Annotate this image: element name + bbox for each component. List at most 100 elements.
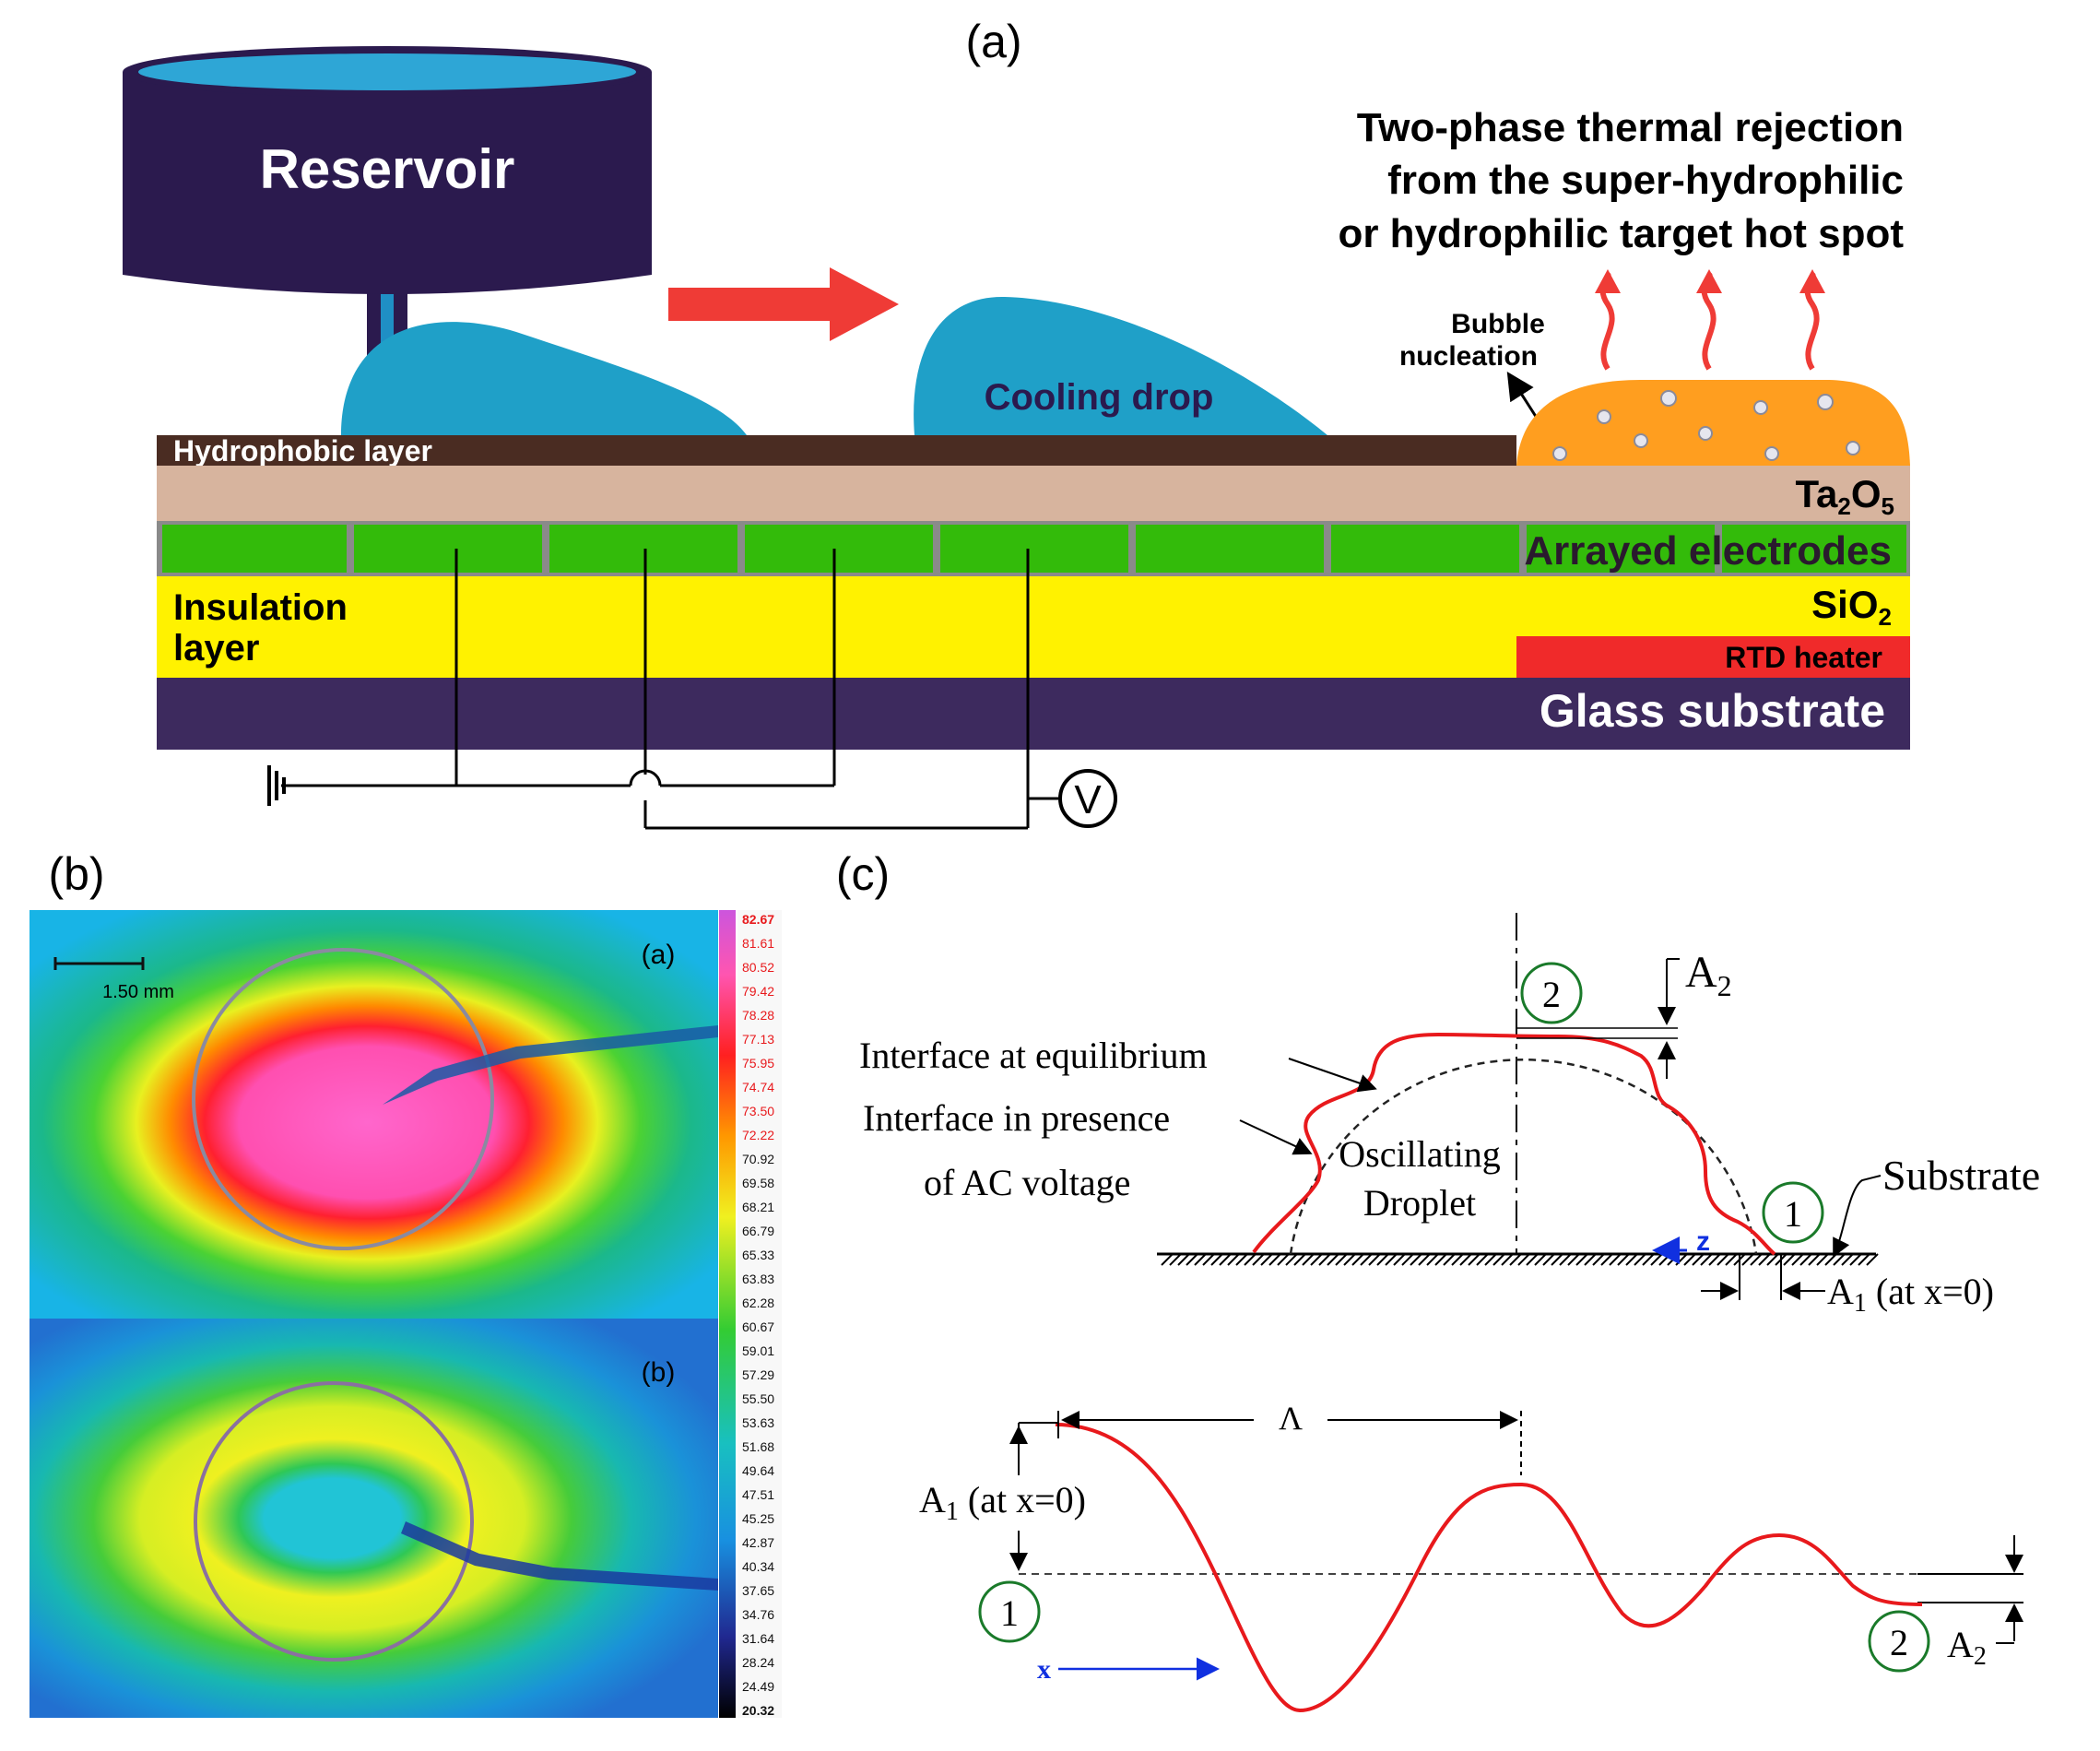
point-2-marker-top bbox=[1520, 962, 1583, 1024]
point-1-marker-bottom bbox=[978, 1580, 1041, 1643]
colorbar-tick-label: 65.33 bbox=[742, 1248, 774, 1262]
roi-circle-b bbox=[194, 1381, 474, 1662]
colorbar-tick-label: 81.61 bbox=[742, 936, 774, 951]
colorbar-tick-label: 77.13 bbox=[742, 1032, 774, 1047]
ta2o5-layer bbox=[157, 466, 1910, 521]
reservoir-label: Reservoir bbox=[260, 138, 515, 200]
colorbar-tick-label: 73.50 bbox=[742, 1104, 774, 1118]
svg-text:nucleation: nucleation bbox=[1399, 341, 1538, 372]
insulation-label: Insulation layer bbox=[173, 587, 348, 668]
wave-diagram: A1 (at x=0) Λ 1 2 A2 x bbox=[919, 1400, 2023, 1713]
oscillating-label-2: Droplet bbox=[1363, 1182, 1476, 1224]
svg-text:V: V bbox=[1074, 777, 1102, 822]
ground-symbol bbox=[267, 765, 286, 806]
svg-text:2: 2 bbox=[1890, 1622, 1908, 1663]
colorbar-tick-label: 28.24 bbox=[742, 1655, 774, 1670]
colorbar-tick-label: 45.25 bbox=[742, 1511, 774, 1526]
colorbar-tick-label: 66.79 bbox=[742, 1224, 774, 1238]
a2-bottom-label: A2 bbox=[1947, 1624, 1987, 1671]
colorbar-tick-label: 75.95 bbox=[742, 1056, 774, 1071]
svg-text:Two-phase thermal rejection: Two-phase thermal rejection bbox=[1357, 105, 1904, 150]
flow-arrow bbox=[668, 267, 899, 341]
colorbar-tick-label: 78.28 bbox=[742, 1008, 774, 1023]
ac-label-2: of AC voltage bbox=[924, 1162, 1130, 1203]
voltmeter: V bbox=[1058, 769, 1117, 828]
colorbar-labels-bg bbox=[737, 910, 782, 1718]
probe-b bbox=[401, 1521, 718, 1591]
colorbar-tick-label: 34.76 bbox=[742, 1607, 774, 1622]
ac-label-1: Interface in presence bbox=[863, 1097, 1170, 1139]
colorbar-tick-label: 68.21 bbox=[742, 1200, 774, 1214]
probe-a bbox=[383, 1025, 718, 1105]
cooling-drop bbox=[914, 296, 1327, 435]
point-2-marker-bottom bbox=[1868, 1610, 1930, 1673]
colorbar-tick-label: 59.01 bbox=[742, 1343, 774, 1358]
colorbar-tick-label: 60.67 bbox=[742, 1319, 774, 1334]
colorbar-tick-label: 53.63 bbox=[742, 1415, 774, 1430]
glass-substrate bbox=[157, 678, 1910, 750]
sio2-label: SiO2 bbox=[1811, 583, 1892, 631]
colorbar-tick-label: 80.52 bbox=[742, 960, 774, 975]
colorbar-tick-label: 31.64 bbox=[742, 1631, 774, 1646]
wave-curve bbox=[1055, 1423, 1923, 1713]
colorbar-tick-label: 51.68 bbox=[742, 1439, 774, 1454]
z-label: z bbox=[1696, 1226, 1710, 1257]
panel-a: (a) Reservoir Cooling drop Two-phase the… bbox=[123, 16, 1910, 830]
colorbar-tick-label: 47.51 bbox=[742, 1487, 774, 1502]
electrodes-label: Arrayed electrodes bbox=[1524, 528, 1892, 574]
scale-bar bbox=[53, 957, 145, 970]
colorbar-tick-label: 63.83 bbox=[742, 1272, 774, 1286]
colorbar-tick-label: 20.32 bbox=[742, 1703, 774, 1718]
wiring bbox=[281, 549, 1058, 830]
thermal-image-a bbox=[29, 910, 718, 1319]
oscillating-interface bbox=[1252, 1032, 1776, 1256]
lambda-label: Λ bbox=[1279, 1400, 1303, 1437]
sub-label-a: (a) bbox=[642, 940, 676, 970]
ta2o5-label: Ta2O5 bbox=[1795, 472, 1894, 520]
colorbar bbox=[719, 910, 736, 1718]
colorbar-tick-label: 74.74 bbox=[742, 1080, 774, 1094]
colorbar-ticks: 82.67 81.61 80.52 79.42 78.28 77.13 75.95 74.74… bbox=[742, 912, 774, 1718]
hydrophobic-label: Hydrophobic layer bbox=[173, 434, 432, 467]
svg-text:Insulation: Insulation bbox=[173, 587, 348, 628]
svg-text:1: 1 bbox=[1000, 1592, 1019, 1634]
reservoir-drop bbox=[341, 322, 747, 435]
rtd-label: RTD heater bbox=[1725, 641, 1882, 674]
scale-label: 1.50 mm bbox=[102, 982, 174, 1002]
colorbar-tick-label: 79.42 bbox=[742, 984, 774, 999]
svg-text:1: 1 bbox=[1784, 1193, 1802, 1235]
panel-c: (c) A2 2 Interface at equilibrium Interf… bbox=[836, 848, 2040, 1713]
substrate-hatch bbox=[1161, 1253, 1879, 1266]
a1-top-label: A1 (at x=0) bbox=[1827, 1271, 1994, 1318]
colorbar-tick-label: 72.22 bbox=[742, 1128, 774, 1142]
equilibrium-interface bbox=[1289, 1059, 1758, 1255]
colorbar-tick-label: 42.87 bbox=[742, 1535, 774, 1550]
panel-b: (b) 1.50 mm (a) (b) 82.6781.6180.5279.42… bbox=[28, 848, 784, 1720]
svg-text:layer: layer bbox=[173, 628, 259, 668]
panel-a-title: Two-phase thermal rejection from the sup… bbox=[1338, 105, 1904, 256]
svg-text:Bubble: Bubble bbox=[1451, 309, 1545, 339]
reservoir: Reservoir bbox=[123, 46, 652, 415]
colorbar-tick-label: 70.92 bbox=[742, 1152, 774, 1166]
oscillating-label-1: Oscillating bbox=[1339, 1133, 1501, 1175]
svg-text:2: 2 bbox=[1542, 974, 1561, 1015]
svg-text:or hydrophilic target hot spot: or hydrophilic target hot spot bbox=[1338, 211, 1904, 256]
glass-label: Glass substrate bbox=[1540, 685, 1885, 737]
colorbar-tick-label: 49.64 bbox=[742, 1463, 774, 1478]
cooling-drop-label: Cooling drop bbox=[985, 377, 1214, 418]
colorbar-tick-label: 24.49 bbox=[742, 1679, 774, 1694]
roi-circle-a bbox=[192, 948, 494, 1250]
panel-c-label: (c) bbox=[836, 848, 890, 900]
colorbar-tick-label: 82.67 bbox=[742, 912, 774, 927]
electrode-array bbox=[162, 525, 1906, 573]
bubble-nucleation-label: Bubble nucleation bbox=[1399, 309, 1558, 449]
rtd-heater bbox=[1516, 636, 1910, 678]
hotspot-liquid bbox=[1516, 380, 1910, 466]
hydrophobic-layer bbox=[157, 435, 1516, 466]
colorbar-tick-label: 37.65 bbox=[742, 1583, 774, 1598]
droplet-diagram: A2 2 Interface at equilibrium Interface … bbox=[859, 913, 2040, 1318]
substrate-label: Substrate bbox=[1882, 1152, 2040, 1199]
a2-top-label: A2 bbox=[1685, 948, 1732, 1002]
svg-text:from the super-hydrophilic: from the super-hydrophilic bbox=[1387, 158, 1904, 203]
